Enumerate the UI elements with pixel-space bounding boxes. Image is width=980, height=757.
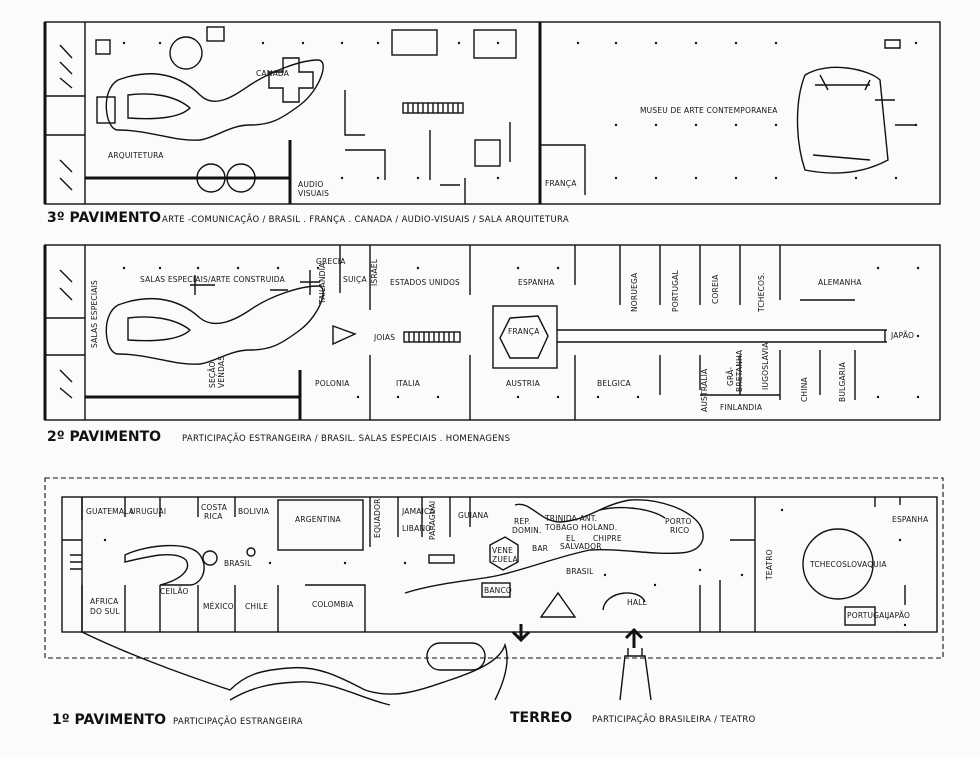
third-floor-plan: CANADA ARQUITETURA AUDIO VISUAIS FRANÇA … (43, 21, 941, 205)
second-label-suica: SUIÇA (343, 275, 367, 284)
first-floor-plan: GUATEMALA URUGUAI COSTA RICA BOLIVIA ARG… (44, 477, 944, 706)
second-label-portugal: PORTUGAL (671, 269, 680, 312)
first-label-libano: LIBANO (402, 524, 431, 533)
first-label-mexico: MÉXICO (203, 602, 234, 611)
first-label-jamaica: JAMAICA (401, 507, 435, 516)
terreo-label-salvador: SALVADOR (560, 542, 602, 551)
terreo-label-el: EL (566, 534, 576, 543)
first-label-colombia: COLOMBIA (312, 600, 354, 609)
second-label-coreia: COREIA (711, 274, 720, 304)
third-floor-caption-text: ARTE -COMUNICAÇÃO / BRASIL . FRANÇA . CA… (162, 214, 569, 225)
first-label-paraguai: PARAGUAI (428, 501, 437, 540)
third-label-museu: MUSEU DE ARTE CONTEMPORANEA (640, 106, 778, 115)
second-label-salas-especiais-vertical: SALAS ESPECIAIS (90, 280, 99, 348)
second-label-noruega: NORUEGA (630, 272, 639, 312)
terreo-caption-title: TERREO (510, 710, 572, 726)
second-label-grecia: GRECIA (316, 257, 346, 266)
terreo-label-espanha: ESPANHA (892, 515, 929, 524)
first-label-costa: COSTA (201, 503, 228, 512)
terreo-label-brasil: BRASIL (566, 567, 594, 576)
terreo-label-rep: REP. (514, 517, 531, 526)
terreo-label-zuela: ZUELA (492, 555, 519, 564)
second-label-italia: ITALIA (396, 379, 421, 388)
first-label-bolivia: BOLIVIA (238, 507, 270, 516)
second-label-finlandia: FINLANDIA (720, 403, 763, 412)
second-label-china: CHINA (800, 377, 809, 402)
first-label-chile: CHILE (245, 602, 268, 611)
terreo-label-domin: DOMIN. (512, 526, 542, 535)
terreo-label-teatro: TEATRO (765, 549, 774, 581)
terreo-label-porto: PORTO (665, 517, 692, 526)
second-label-secao: SEÇÃO (208, 361, 217, 388)
second-label-tchecos: TCHECOS. (757, 272, 766, 313)
third-label-audio: AUDIO (298, 180, 324, 189)
first-label-africa: AFRICA (90, 597, 119, 606)
first-label-uruguai: URUGUAI (130, 507, 166, 516)
third-label-arquitetura: ARQUITETURA (108, 151, 164, 160)
second-label-franca: FRANÇA (508, 327, 540, 336)
first-label-do-sul: DO SUL (90, 607, 120, 616)
second-label-belgica: BELGICA (597, 379, 632, 388)
second-label-israel: ISRAEL (370, 258, 379, 286)
second-label-bulgaria: BULGARIA (838, 361, 847, 402)
second-label-australia: AUSTRALIA (700, 368, 709, 412)
terreo-label-banco: BANCO (484, 586, 512, 595)
first-label-rica: RICA (204, 512, 223, 521)
terreo-caption-text: PARTICIPAÇÃO BRASILEIRA / TEATRO (592, 714, 756, 725)
first-label-equador: EQUADOR (373, 498, 382, 538)
second-label-iugoslavia: IUGOSLAVIA (761, 342, 770, 390)
second-label-bretanha: BRETANHA (735, 349, 744, 392)
terreo-label-vene: VENE (492, 546, 513, 555)
terreo-label-tchecoslovaquia: TCHECOSLOVAQUIA (809, 560, 887, 569)
terreo-label-tobago: TOBAGO HOLAND. (544, 523, 617, 532)
second-label-joias: JOIAS (373, 333, 395, 342)
second-label-polonia: POLONIA (315, 379, 350, 388)
second-floor-plan: SALAS ESPECIAIS/ARTE CONSTRUIDA SALAS ES… (43, 244, 941, 421)
second-floor-caption-title: 2º PAVIMENTO (47, 429, 161, 445)
second-label-salas-especiais: SALAS ESPECIAIS/ARTE CONSTRUIDA (140, 275, 286, 284)
first-label-guiana: GUIANA (458, 511, 489, 520)
terreo-label-hall: HALL (627, 598, 648, 607)
terreo-label-japao: JAPÃO (886, 611, 910, 620)
second-label-tailandia: TAILANDIA (318, 262, 327, 305)
first-label-ceilao: CEILÃO (160, 587, 189, 596)
third-label-franca: FRANÇA (545, 179, 577, 188)
first-label-brasil: BRASIL (224, 559, 252, 568)
third-label-visuais: VISUAIS (298, 189, 329, 198)
terreo-label-chipre: CHIPRE (593, 534, 622, 543)
second-label-alemanha: ALEMANHA (818, 278, 862, 287)
second-label-espanha: ESPANHA (518, 278, 555, 287)
terreo-label-portugal: PORTUGAL (847, 611, 890, 620)
third-floor-caption-title: 3º PAVIMENTO (47, 210, 161, 226)
first-floor-caption-text: PARTICIPAÇÃO ESTRANGEIRA (173, 716, 303, 727)
second-label-estados-unidos: ESTADOS UNIDOS (390, 278, 460, 287)
terreo-label-trinidad: TRINIDA ANT. (544, 514, 597, 523)
terreo-label-bar: BAR (532, 544, 548, 553)
first-floor-caption-title: 1º PAVIMENTO (52, 712, 166, 728)
first-label-guatemala: GUATEMALA (86, 507, 135, 516)
terreo-label-rico: RICO (670, 526, 689, 535)
second-label-japao: JAPÃO (890, 331, 914, 340)
second-label-gra: GRÃ- (726, 367, 735, 386)
second-floor-caption-text: PARTICIPAÇÃO ESTRANGEIRA / BRASIL. SALAS… (182, 433, 510, 444)
second-label-austria: AUSTRIA (506, 379, 541, 388)
third-label-canada: CANADA (256, 69, 290, 78)
second-label-vendas: VENDAS (217, 356, 226, 388)
first-label-argentina: ARGENTINA (295, 515, 342, 524)
